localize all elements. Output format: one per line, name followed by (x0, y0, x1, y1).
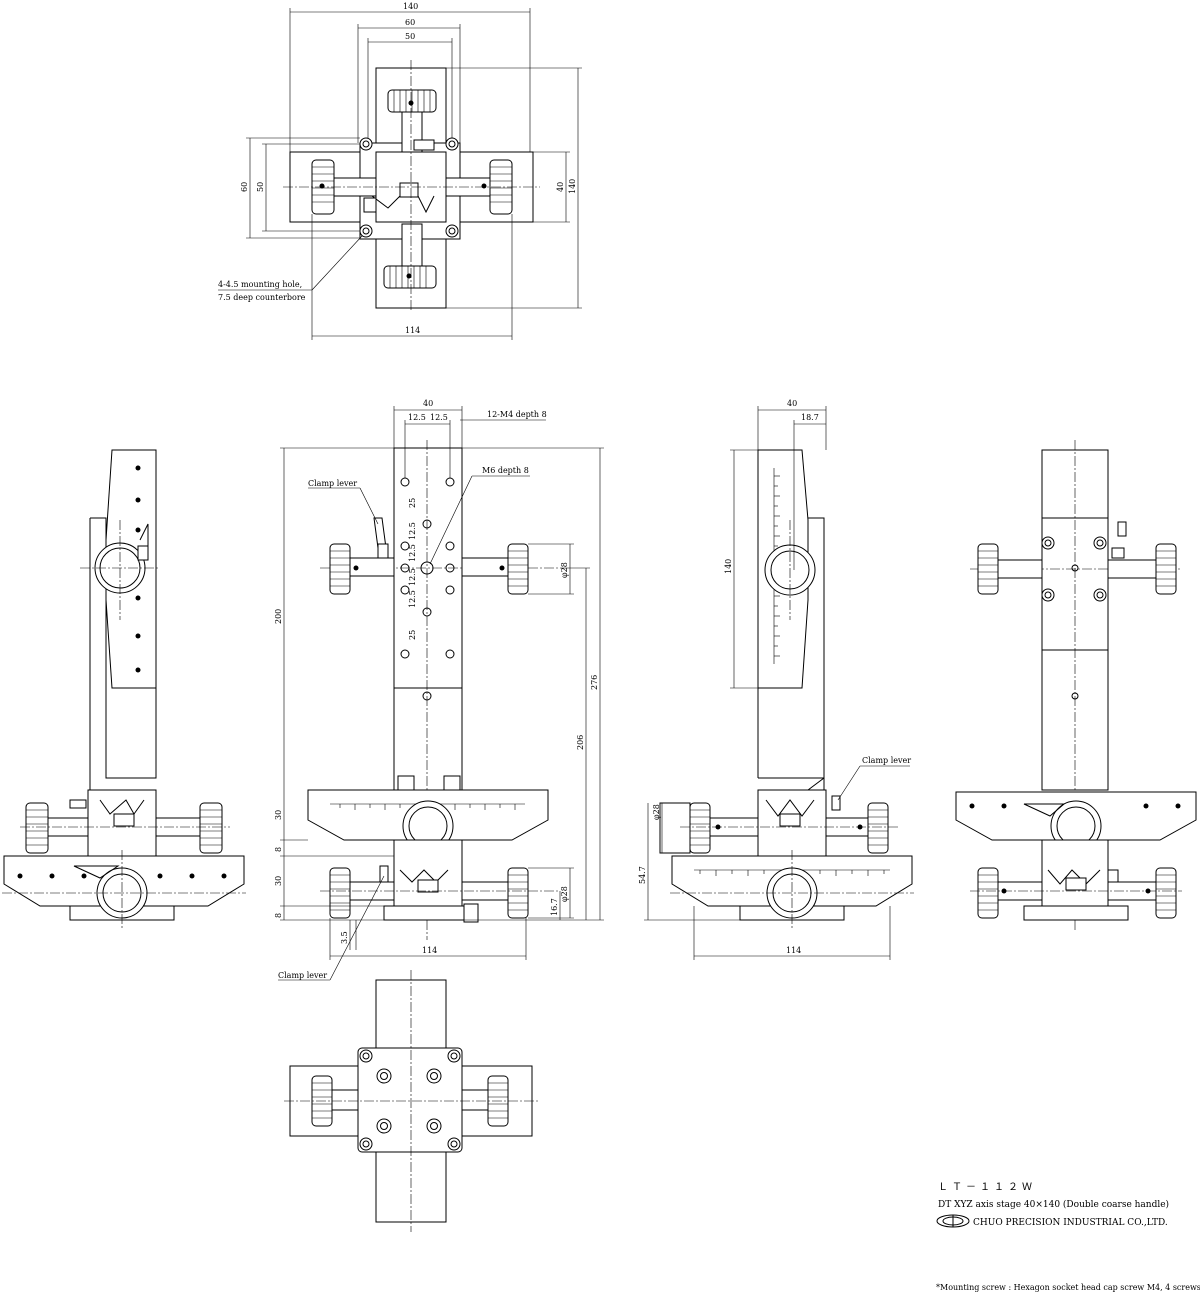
dim-30-b: 30 (274, 876, 283, 886)
dim-12-5-e: 12.5 (408, 568, 417, 586)
dim-phi28-side: φ28 (652, 804, 661, 820)
model-number: ＬＴ－１１２Ｗ (938, 1182, 1036, 1193)
dim-18-7: 18.7 (801, 413, 819, 422)
dim-phi28-b: φ28 (560, 886, 569, 902)
dim-140-right: 140 (568, 179, 577, 194)
left-side-view (2, 449, 246, 930)
dim-206: 206 (576, 735, 585, 750)
dim-40-side: 40 (787, 399, 797, 408)
label-clamp-lever-side: Clamp lever (862, 756, 911, 765)
dim-phi28-a: φ28 (560, 562, 569, 578)
dim-8-b: 8 (274, 913, 283, 918)
title-block: ＬＴ－１１２Ｗ DT XYZ axis stage 40×140 (Double… (936, 1182, 1200, 1292)
rear-view (955, 440, 1197, 930)
company-logo-icon (936, 1214, 970, 1228)
dim-140-side: 140 (724, 559, 733, 574)
dim-16-7: 16.7 (550, 898, 559, 916)
scale-side-view: 40 18.7 140 φ28 54.7 114 Clamp lever (638, 399, 914, 960)
dim-30-a: 30 (274, 810, 283, 820)
dim-8-a: 8 (274, 847, 283, 852)
dim-114-side: 114 (786, 946, 801, 955)
label-clamp-lever-2: Clamp lever (278, 971, 327, 980)
dim-50-left: 50 (256, 182, 265, 192)
bottom-view (284, 970, 540, 1232)
mounting-hole-note-1: 4-4.5 mounting hole, (218, 280, 302, 289)
dim-40-right: 40 (556, 182, 565, 192)
dim-60-top: 60 (405, 18, 415, 27)
mounting-hole-note-2: 7.5 deep counterbore (218, 293, 306, 302)
dim-40-front: 40 (423, 399, 433, 408)
dim-140-top: 140 (403, 2, 418, 11)
dim-12-5-a: 12.5 (408, 413, 426, 422)
dim-114-top: 114 (405, 326, 420, 335)
dim-200: 200 (274, 609, 283, 624)
label-clamp-lever-1: Clamp lever (308, 479, 357, 488)
label-m4-depth: 12-M4 depth 8 (487, 410, 547, 419)
dim-60-left: 60 (240, 182, 249, 192)
dim-25-a: 25 (408, 498, 417, 508)
dim-54-7: 54.7 (638, 866, 647, 884)
dim-276: 276 (590, 675, 599, 690)
front-view: 40 12.5 12.5 12-M4 depth 8 M6 depth 8 Cl… (274, 399, 604, 981)
product-description: DT XYZ axis stage 40×140 (Double coarse … (938, 1199, 1169, 1210)
dim-3-5: 3.5 (340, 931, 349, 944)
dim-114-front: 114 (422, 946, 437, 955)
dim-12-5-f: 12.5 (408, 590, 417, 608)
dim-12-5-c: 12.5 (408, 522, 417, 540)
top-view: 140 60 50 60 50 40 140 114 4-4.5 mountin… (218, 2, 582, 340)
label-m6-depth: M6 depth 8 (482, 466, 529, 475)
dim-50-top: 50 (405, 32, 415, 41)
dim-12-5-b: 12.5 (430, 413, 448, 422)
company-name: CHUO PRECISION INDUSTRIAL CO.,LTD. (973, 1218, 1168, 1228)
footnote: *Mounting screw : Hexagon socket head ca… (936, 1283, 1200, 1292)
dim-25-b: 25 (408, 630, 417, 640)
dim-12-5-d: 12.5 (408, 544, 417, 562)
